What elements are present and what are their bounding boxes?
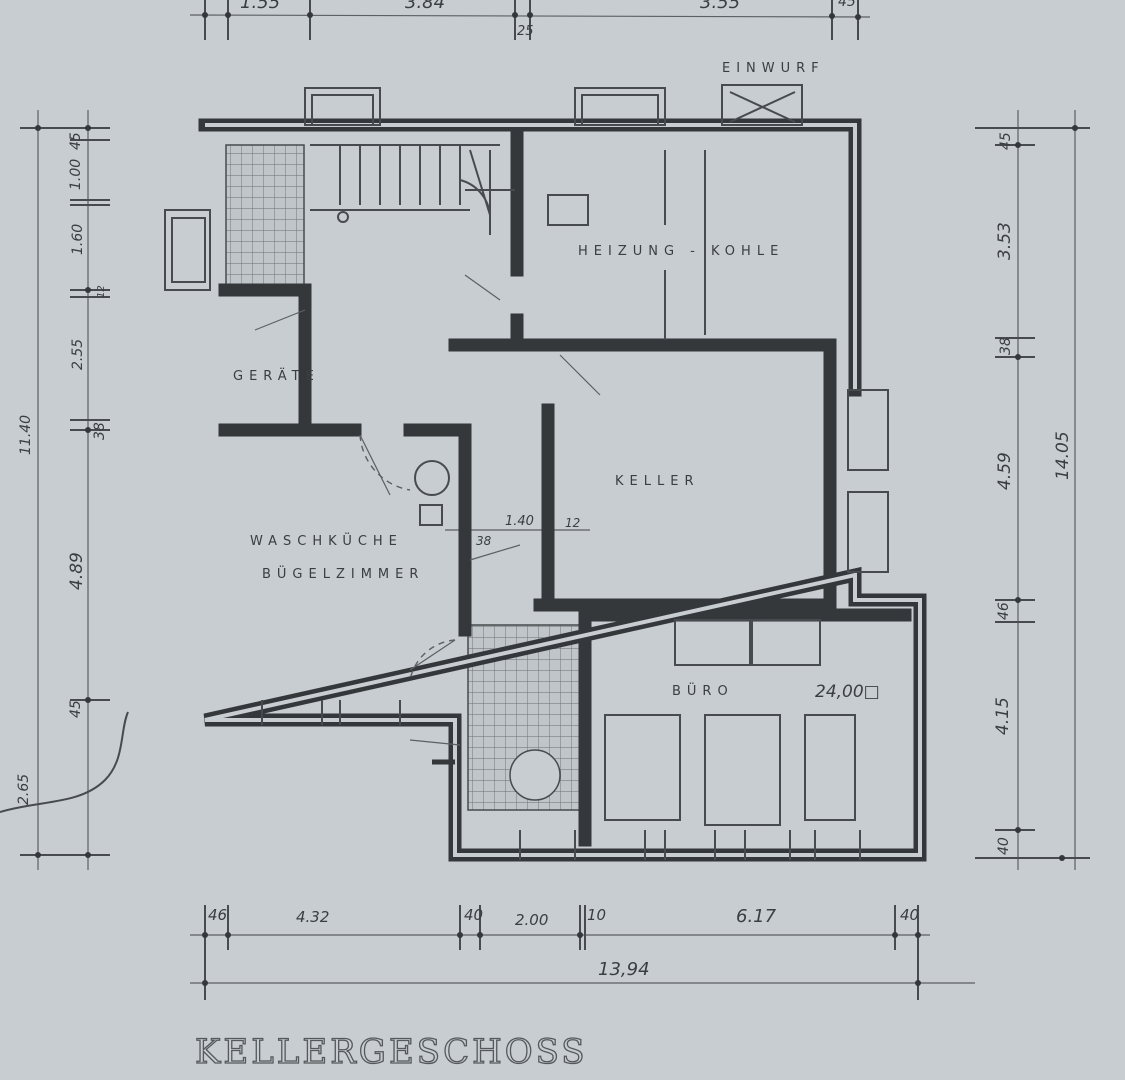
doors <box>254 274 601 765</box>
label-buero: BÜRO <box>672 682 734 699</box>
dim-bottom-2: 4.32 <box>296 908 329 926</box>
dim-top-4: 3.55 <box>700 0 740 13</box>
label-heizung: HEIZUNG - KOHLE <box>578 244 784 259</box>
dim-right-2: 3.53 <box>995 222 1015 260</box>
dim-interior-2: 12 <box>565 516 580 530</box>
label-buero-area: 24,00□ <box>815 682 880 702</box>
dim-top-3: 25 <box>517 24 534 39</box>
dimension-labels: 1.55 3.84 25 3.55 45 45 1.00 1.60 12 2.5… <box>16 0 1073 980</box>
label-geraete: GERÄTE <box>233 368 320 384</box>
dim-bottom-4: 2.00 <box>515 911 548 929</box>
dim-bottom-total: 13,94 <box>598 959 650 980</box>
dim-right-1: 45 <box>998 132 1014 150</box>
label-einwurf: EINWURF <box>722 61 825 76</box>
dim-left-1: 45 <box>68 132 84 150</box>
dim-left-7: 4.89 <box>67 552 87 590</box>
dim-left-8: 45 <box>68 700 84 718</box>
dim-left-6: 38 <box>92 422 108 440</box>
dimension-lines <box>20 0 1090 1000</box>
dim-top-2: 3.84 <box>405 0 445 13</box>
dim-left-total: 11.40 <box>18 415 34 455</box>
dim-right-4: 4.59 <box>995 452 1015 490</box>
dim-bottom-6: 6.17 <box>736 906 777 927</box>
dim-bottom-5: 10 <box>587 906 606 924</box>
dim-right-6: 4.15 <box>993 697 1013 735</box>
dim-left-5: 2.55 <box>70 339 86 370</box>
walls <box>198 118 927 862</box>
drawing-title: KELLERGESCHOSS <box>195 1032 588 1072</box>
dim-top-5: 45 <box>838 0 856 10</box>
dim-left-3: 1.60 <box>70 224 86 255</box>
dim-interior-1: 1.40 <box>505 514 534 529</box>
windows <box>164 84 889 860</box>
washroom-tiles <box>225 144 305 289</box>
label-keller: KELLER <box>615 474 699 489</box>
dim-interior-3: 38 <box>476 534 492 548</box>
terrain-line <box>0 711 129 813</box>
dim-bottom-1: 46 <box>208 906 227 924</box>
dim-right-5: 46 <box>996 602 1012 620</box>
office-furniture <box>547 150 856 826</box>
label-buegelzimmer: BÜGELZIMMER <box>262 565 424 582</box>
dim-left-2: 1.00 <box>68 159 84 190</box>
dim-left-4: 12 <box>96 285 107 298</box>
label-waschkueche: WASCHKÜCHE <box>250 532 403 549</box>
dim-right-total: 14.05 <box>1053 431 1073 480</box>
dim-left-outside: 2.65 <box>16 774 32 805</box>
dim-right-7: 40 <box>996 837 1012 855</box>
dim-right-3: 38 <box>998 337 1014 355</box>
dim-bottom-7: 40 <box>900 906 919 924</box>
entry-drain <box>509 749 561 801</box>
dim-top-1: 1.55 <box>240 0 280 13</box>
dim-bottom-3: 40 <box>464 906 483 924</box>
staircase <box>310 144 515 235</box>
